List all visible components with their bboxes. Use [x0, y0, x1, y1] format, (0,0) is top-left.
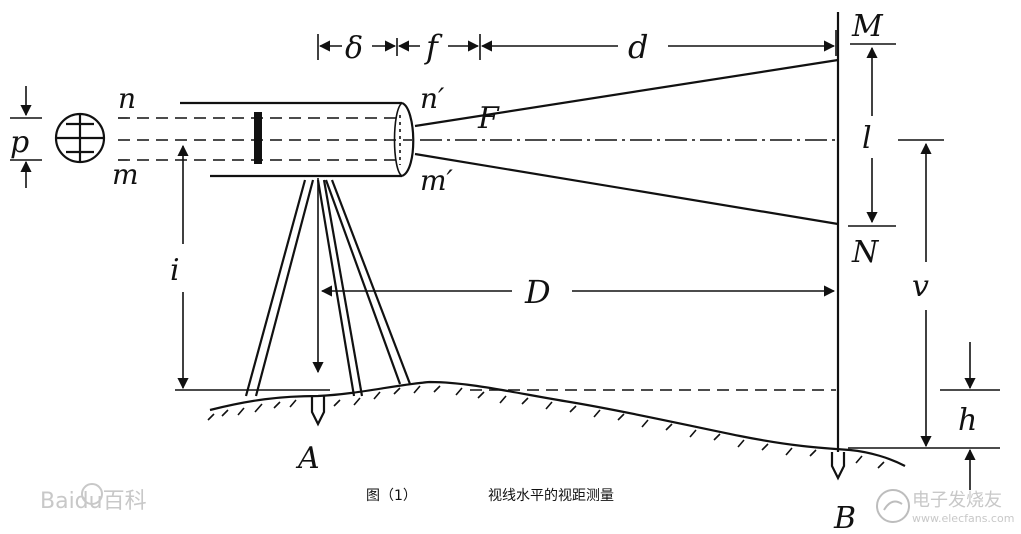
- peg-A: [310, 396, 326, 427]
- baidu-watermark-text: Baidu百科: [40, 489, 147, 514]
- label-d: d: [628, 28, 648, 66]
- elecfans-watermark-text: 电子发烧友: [912, 490, 1002, 511]
- v-dimension: [848, 139, 1000, 449]
- peg-B: [830, 452, 846, 481]
- label-D: D: [524, 273, 551, 311]
- label-m: m: [112, 158, 139, 191]
- label-l: l: [862, 121, 872, 156]
- label-v: v: [912, 269, 929, 304]
- label-h: h: [958, 403, 977, 438]
- reticle-plate: [254, 112, 262, 164]
- elecfans-watermark-url: www.elecfans.com: [912, 512, 1014, 525]
- label-m-prime: m′: [420, 164, 454, 197]
- ground-profile: [207, 380, 906, 469]
- label-f: f: [424, 28, 443, 66]
- p-dimension: [10, 86, 42, 188]
- telescope: [118, 101, 415, 178]
- label-B: B: [833, 501, 856, 534]
- elecfans-watermark: 电子发烧友 www.elecfans.com: [876, 489, 1014, 525]
- label-A: A: [295, 441, 320, 476]
- label-n-prime: n′: [420, 82, 445, 115]
- figure-title: 视线水平的视距测量: [488, 488, 614, 504]
- label-i: i: [170, 253, 180, 288]
- label-delta: δ: [345, 31, 363, 66]
- tripod: [244, 178, 412, 397]
- h-dimension: [940, 342, 1000, 490]
- figure-number: 图（1）: [366, 488, 417, 504]
- sight-rays: [414, 58, 839, 226]
- label-N: N: [851, 235, 880, 270]
- baidu-watermark: Baidu百科: [40, 483, 147, 514]
- label-M: M: [851, 9, 884, 44]
- top-dimension-line: [317, 30, 837, 60]
- label-F: F: [477, 101, 500, 136]
- label-p: p: [10, 125, 29, 160]
- reticle-eyepiece-icon: [54, 112, 106, 164]
- label-n: n: [118, 82, 136, 115]
